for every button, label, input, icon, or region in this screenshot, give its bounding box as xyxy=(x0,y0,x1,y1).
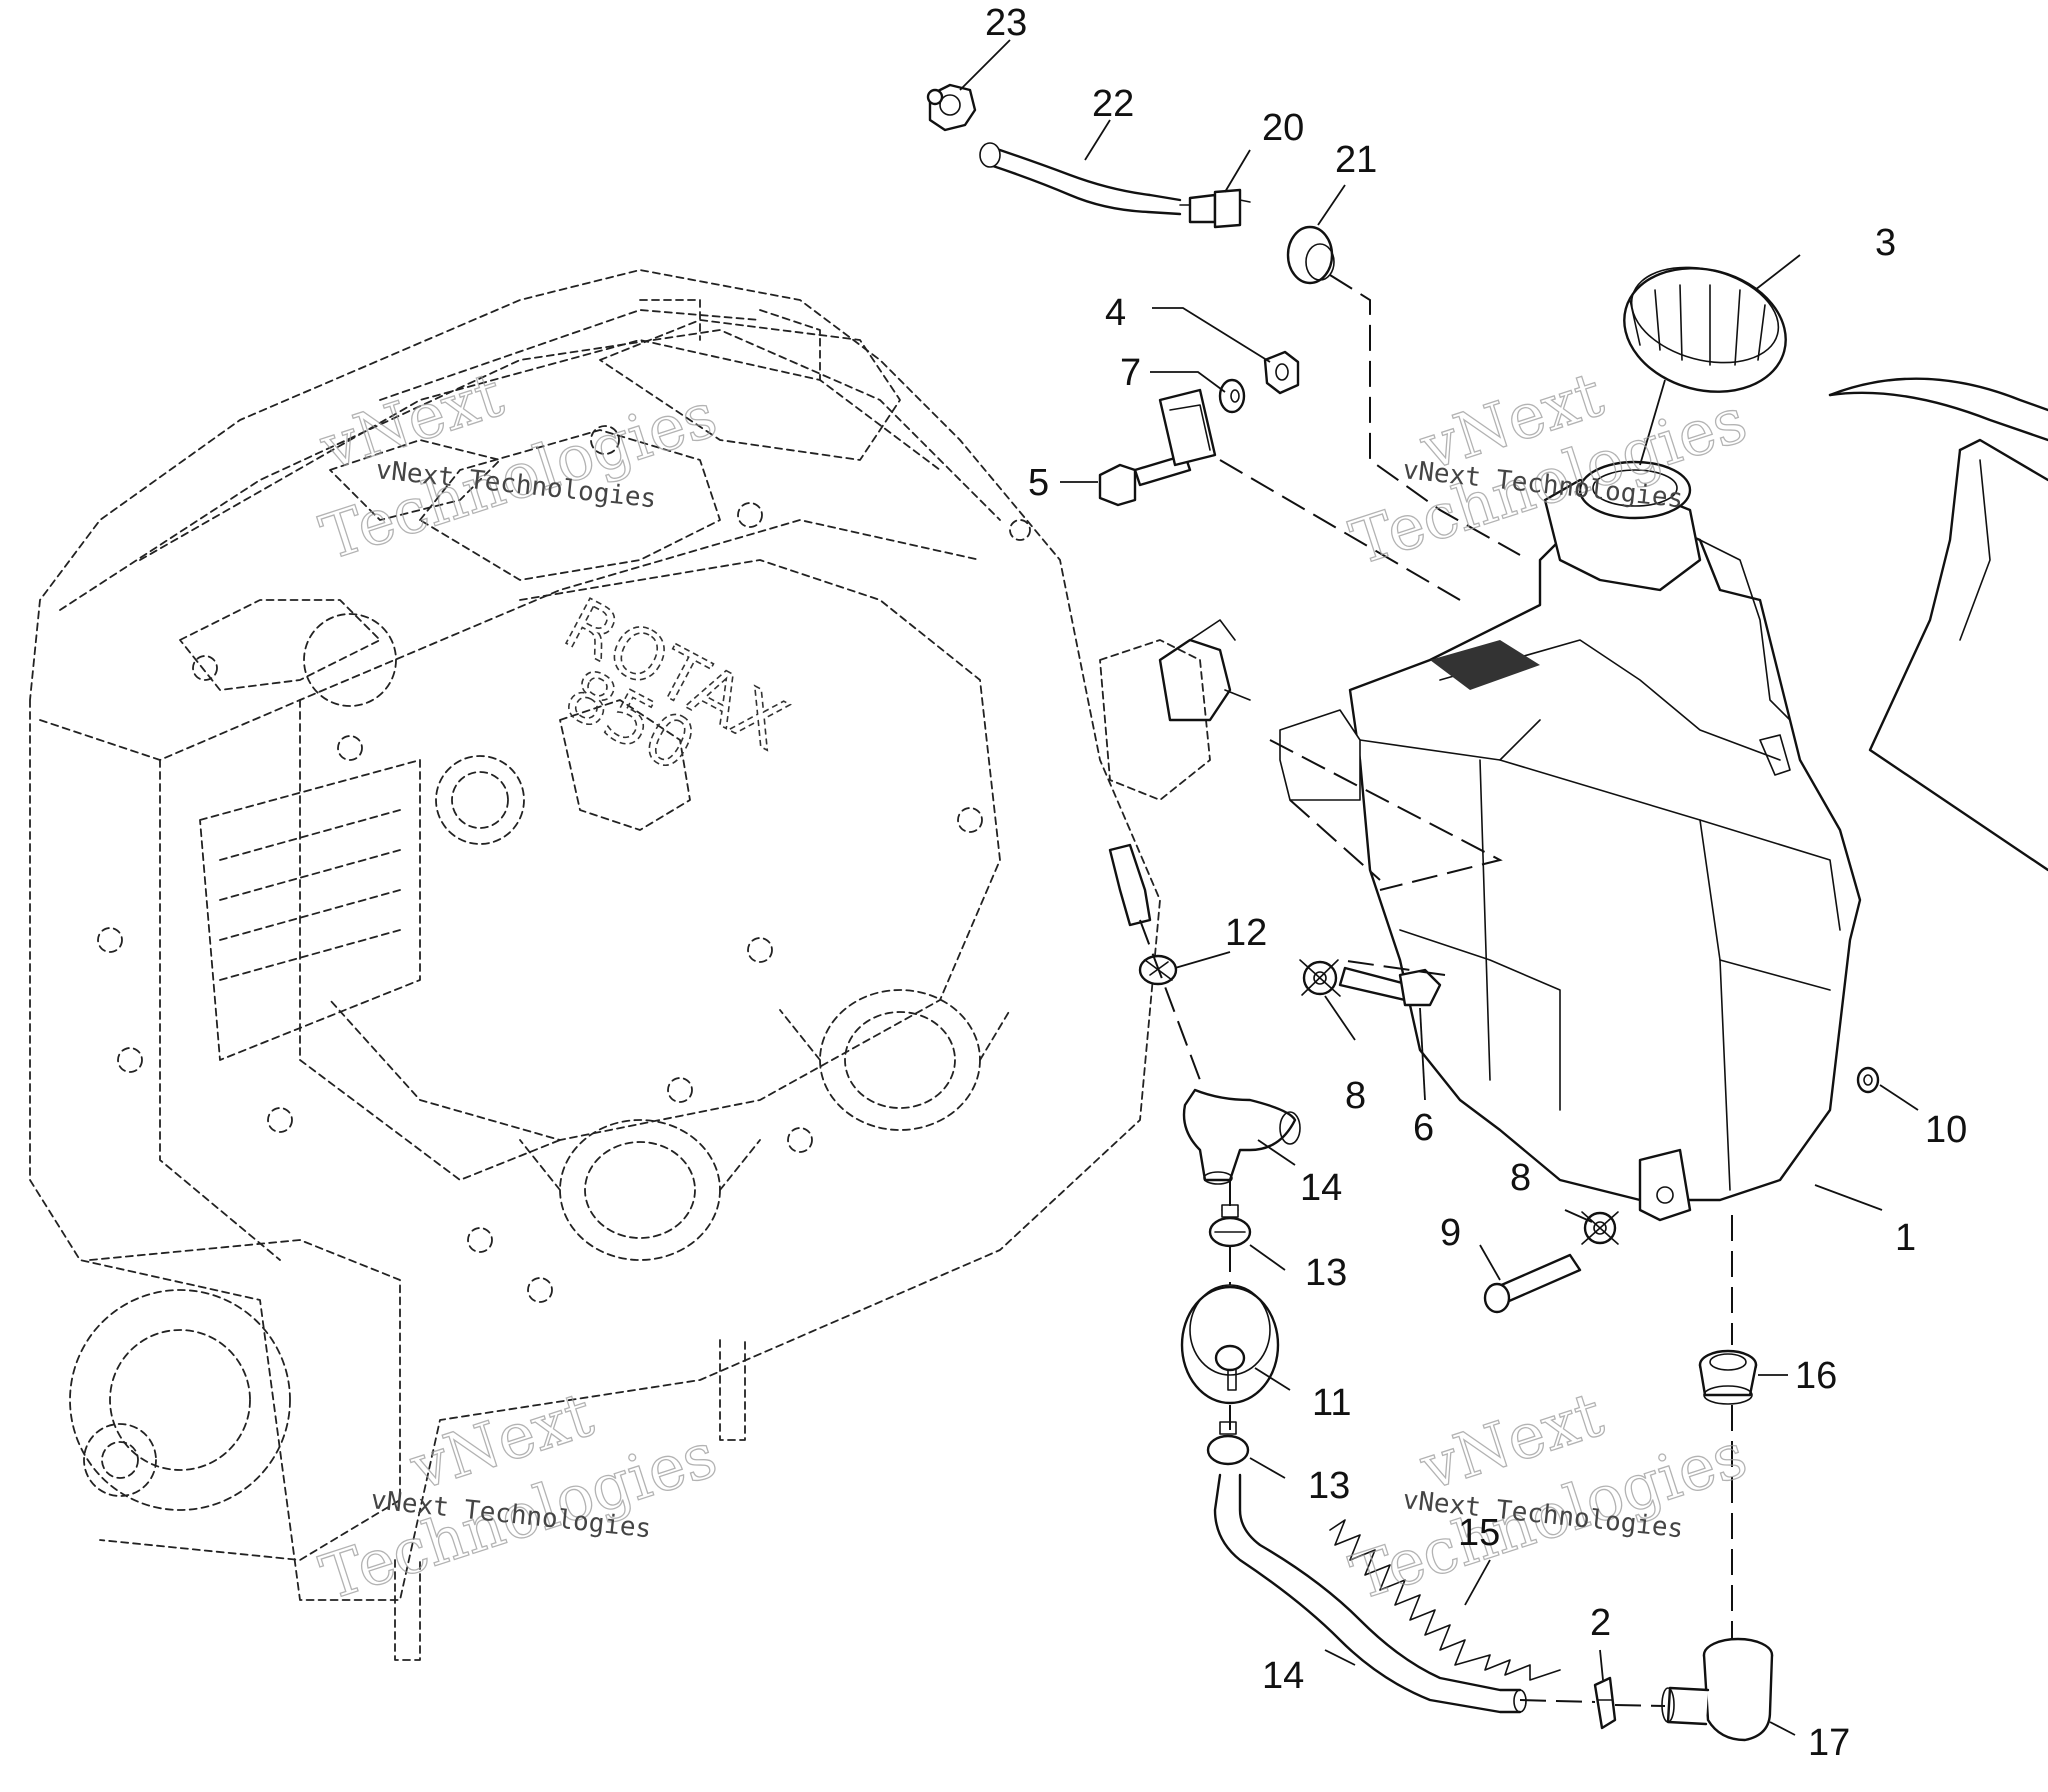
callout-labels: 23 22 20 21 3 4 7 5 12 8 6 10 1 8 9 14 1… xyxy=(985,2,1967,1764)
callout-17[interactable]: 17 xyxy=(1808,1722,1850,1764)
callout-3[interactable]: 3 xyxy=(1875,222,1896,264)
callout-6[interactable]: 6 xyxy=(1413,1107,1434,1149)
bracket-hardware[interactable] xyxy=(1098,350,1300,507)
callout-4[interactable]: 4 xyxy=(1105,292,1126,334)
callout-21[interactable]: 21 xyxy=(1335,139,1377,181)
callout-22[interactable]: 22 xyxy=(1092,83,1134,125)
callout-12[interactable]: 12 xyxy=(1225,912,1267,954)
assembly-lines xyxy=(1139,274,1733,1707)
frame-fragment xyxy=(1828,377,2048,872)
callout-2[interactable]: 2 xyxy=(1590,1602,1611,1644)
outlet-fittings[interactable] xyxy=(1593,1349,1774,1742)
leader-lines xyxy=(959,39,1919,1736)
callout-14-lower[interactable]: 14 xyxy=(1262,1655,1304,1697)
callout-7[interactable]: 7 xyxy=(1120,352,1141,394)
callout-15[interactable]: 15 xyxy=(1458,1512,1500,1554)
callout-20[interactable]: 20 xyxy=(1262,107,1304,149)
callout-11[interactable]: 11 xyxy=(1312,1382,1351,1424)
coolant-cap[interactable] xyxy=(1610,251,1799,409)
tank-mount-hardware[interactable] xyxy=(1299,959,1880,1314)
callout-13-upper[interactable]: 13 xyxy=(1305,1252,1347,1294)
lower-hose-assembly[interactable] xyxy=(1108,843,1561,1714)
callout-13-lower[interactable]: 13 xyxy=(1308,1465,1350,1507)
callout-9[interactable]: 9 xyxy=(1440,1212,1461,1254)
vent-hose-assembly[interactable] xyxy=(926,83,1335,285)
callout-8-lower[interactable]: 8 xyxy=(1510,1157,1531,1199)
callout-8-upper[interactable]: 8 xyxy=(1345,1075,1366,1117)
callout-14-upper[interactable]: 14 xyxy=(1300,1167,1342,1209)
callout-23[interactable]: 23 xyxy=(985,2,1027,44)
callout-10[interactable]: 10 xyxy=(1925,1109,1967,1151)
callout-5[interactable]: 5 xyxy=(1028,462,1049,504)
callout-16[interactable]: 16 xyxy=(1795,1355,1837,1397)
callout-1[interactable]: 1 xyxy=(1895,1217,1916,1259)
